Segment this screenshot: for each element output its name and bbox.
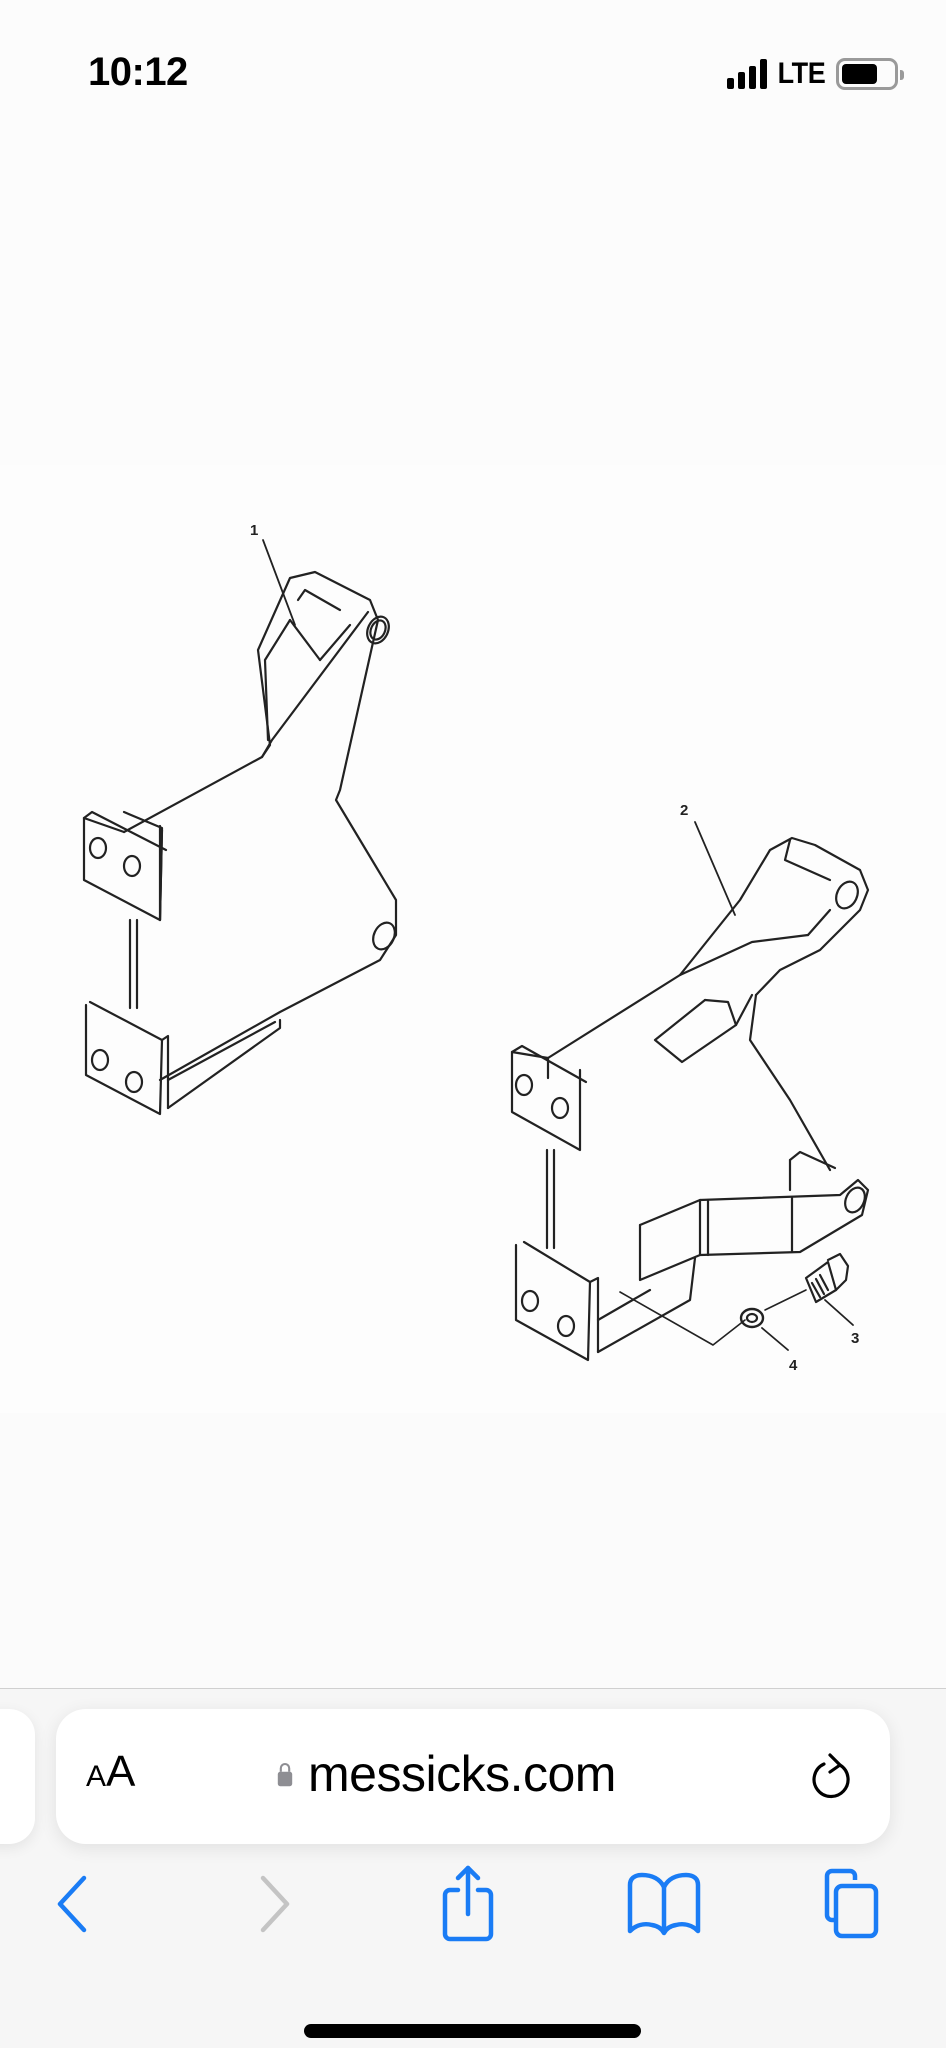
status-bar: 10:12 LTE bbox=[0, 0, 946, 150]
callout-3: 3 bbox=[851, 1330, 859, 1347]
tabs-icon bbox=[824, 1868, 879, 1939]
signal-strength-icon bbox=[727, 59, 768, 89]
page-blank-top bbox=[0, 150, 946, 465]
home-indicator[interactable] bbox=[304, 2024, 641, 2038]
callout-2: 2 bbox=[680, 802, 688, 819]
url-text: messicks.com bbox=[308, 1746, 616, 1802]
share-icon bbox=[442, 1865, 494, 1942]
status-time: 10:12 bbox=[88, 50, 188, 94]
bookmarks-button[interactable] bbox=[624, 1859, 704, 1949]
reload-icon[interactable] bbox=[804, 1745, 860, 1807]
page-blank-bottom bbox=[0, 1413, 946, 1688]
forward-icon bbox=[260, 1875, 290, 1933]
parts-diagram: 1 2 3 4 bbox=[0, 465, 946, 1413]
forward-button[interactable] bbox=[235, 1859, 315, 1949]
callout-4: 4 bbox=[789, 1357, 798, 1374]
bookmarks-icon bbox=[627, 1872, 701, 1936]
status-indicators: LTE bbox=[727, 56, 904, 92]
back-button[interactable] bbox=[32, 1859, 112, 1949]
share-button[interactable] bbox=[428, 1859, 508, 1949]
back-icon bbox=[57, 1875, 87, 1933]
tabs-button[interactable] bbox=[820, 1859, 900, 1949]
network-type: LTE bbox=[777, 57, 826, 90]
previous-tab-card[interactable] bbox=[0, 1709, 35, 1844]
battery-icon bbox=[836, 58, 904, 90]
browser-toolbar bbox=[0, 1859, 946, 1959]
lock-icon bbox=[277, 1762, 293, 1786]
url-display[interactable]: messicks.com bbox=[276, 1739, 616, 1809]
bracket-2-drawing bbox=[510, 821, 870, 1362]
callout-1: 1 bbox=[250, 522, 258, 539]
parts-diagram-drawing: 1 2 3 4 bbox=[82, 522, 870, 1374]
bracket-1-drawing bbox=[82, 539, 398, 1116]
